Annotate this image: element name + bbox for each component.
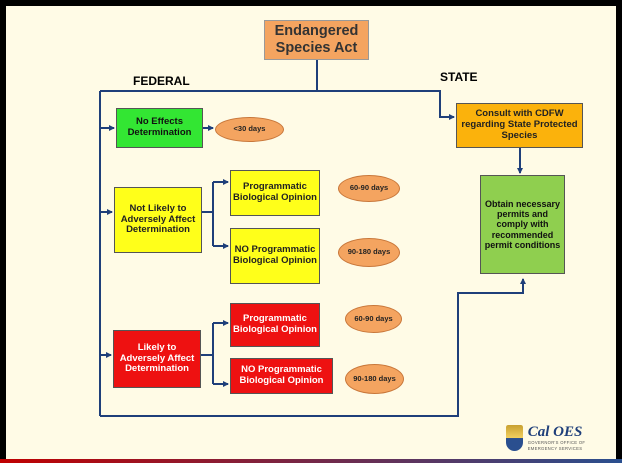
no-effects-box: No Effects Determination xyxy=(116,108,203,148)
connector-bottom-return xyxy=(100,278,526,417)
frame-left xyxy=(0,0,6,463)
nlaa-no-programmatic-box: NO Programmatic Biological Opinion xyxy=(230,228,320,284)
duration-laa-noprog-oval: 90-180 days xyxy=(345,364,404,394)
laa-programmatic-box: Programmatic Biological Opinion xyxy=(230,303,320,347)
state-label: STATE xyxy=(440,70,478,84)
laa-box: Likely to Adversely Affect Determination xyxy=(113,330,201,388)
logo-name: Cal OES xyxy=(527,424,583,441)
frame-top xyxy=(0,0,622,6)
federal-label: FEDERAL xyxy=(133,74,190,88)
laa-no-programmatic-box: NO Programmatic Biological Opinion xyxy=(230,358,333,394)
duration-lt30-oval: <30 days xyxy=(215,117,284,142)
frame-right xyxy=(616,0,622,463)
nlaa-box: Not Likely to Adversely Affect Determina… xyxy=(114,187,202,253)
connector-state-bus xyxy=(317,90,455,120)
state-permits-box: Obtain necessary permits and comply with… xyxy=(480,175,565,274)
title-box: Endangered Species Act xyxy=(264,20,369,60)
duration-laa-prog-oval: 60-90 days xyxy=(345,305,402,333)
state-consult-box: Consult with CDFW regarding State Protec… xyxy=(456,103,583,148)
duration-nlaa-prog-oval: 60-90 days xyxy=(338,175,400,202)
frame-bottom-bar xyxy=(0,459,622,463)
nlaa-programmatic-box: Programmatic Biological Opinion xyxy=(230,170,320,216)
cal-oes-logo: Cal OES GOVERNOR'S OFFICE OF EMERGENCY S… xyxy=(506,418,614,458)
cal-oes-badge-icon xyxy=(506,425,523,451)
logo-subtitle: GOVERNOR'S OFFICE OF EMERGENCY SERVICES xyxy=(527,440,586,451)
duration-nlaa-noprog-oval: 90-180 days xyxy=(338,238,400,267)
